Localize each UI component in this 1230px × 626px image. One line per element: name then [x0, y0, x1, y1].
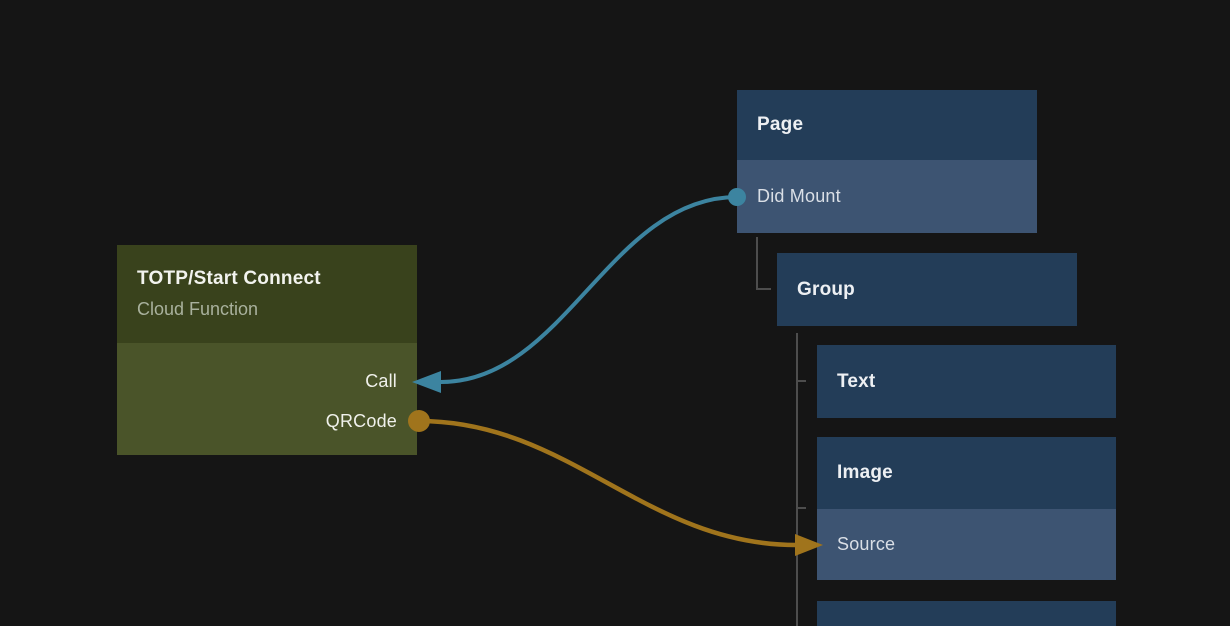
node-clipped-bottom[interactable]	[817, 601, 1116, 626]
node-totp-header[interactable]: TOTP/Start Connect Cloud Function	[117, 245, 417, 343]
connection-didmount-to-call[interactable]	[439, 195, 739, 384]
output-port-call[interactable]: Call	[365, 370, 397, 391]
output-port-qrcode[interactable]: QRCode	[325, 410, 397, 431]
node-group-header[interactable]: Group	[777, 253, 1077, 326]
row-label: Did Mount	[757, 186, 841, 206]
connection-qrcode-to-source[interactable]	[416, 418, 799, 548]
node-page[interactable]: Page Did Mount	[737, 90, 1037, 233]
node-text[interactable]: Text	[817, 345, 1116, 418]
node-totp-start-connect[interactable]: TOTP/Start Connect Cloud Function Call Q…	[117, 245, 417, 455]
node-image-row-source[interactable]: Source	[817, 509, 1116, 580]
node-page-header[interactable]: Page	[737, 90, 1037, 160]
node-clipped-header[interactable]	[817, 601, 1116, 626]
node-subtitle: Cloud Function	[137, 299, 259, 319]
node-text-header[interactable]: Text	[817, 345, 1116, 418]
node-image[interactable]: Image Source	[817, 437, 1116, 580]
node-title: Page	[757, 114, 804, 135]
node-page-row-did-mount[interactable]: Did Mount	[737, 160, 1037, 233]
node-image-header[interactable]: Image	[817, 437, 1116, 509]
tree-line-page-group	[756, 237, 771, 290]
node-title: TOTP/Start Connect	[137, 268, 321, 289]
node-group[interactable]: Group	[777, 253, 1077, 326]
node-totp-body[interactable]: Call QRCode	[117, 343, 417, 455]
node-title: Group	[797, 278, 855, 300]
node-title: Image	[837, 462, 893, 483]
node-title: Text	[837, 370, 876, 392]
row-label: Source	[837, 534, 896, 554]
